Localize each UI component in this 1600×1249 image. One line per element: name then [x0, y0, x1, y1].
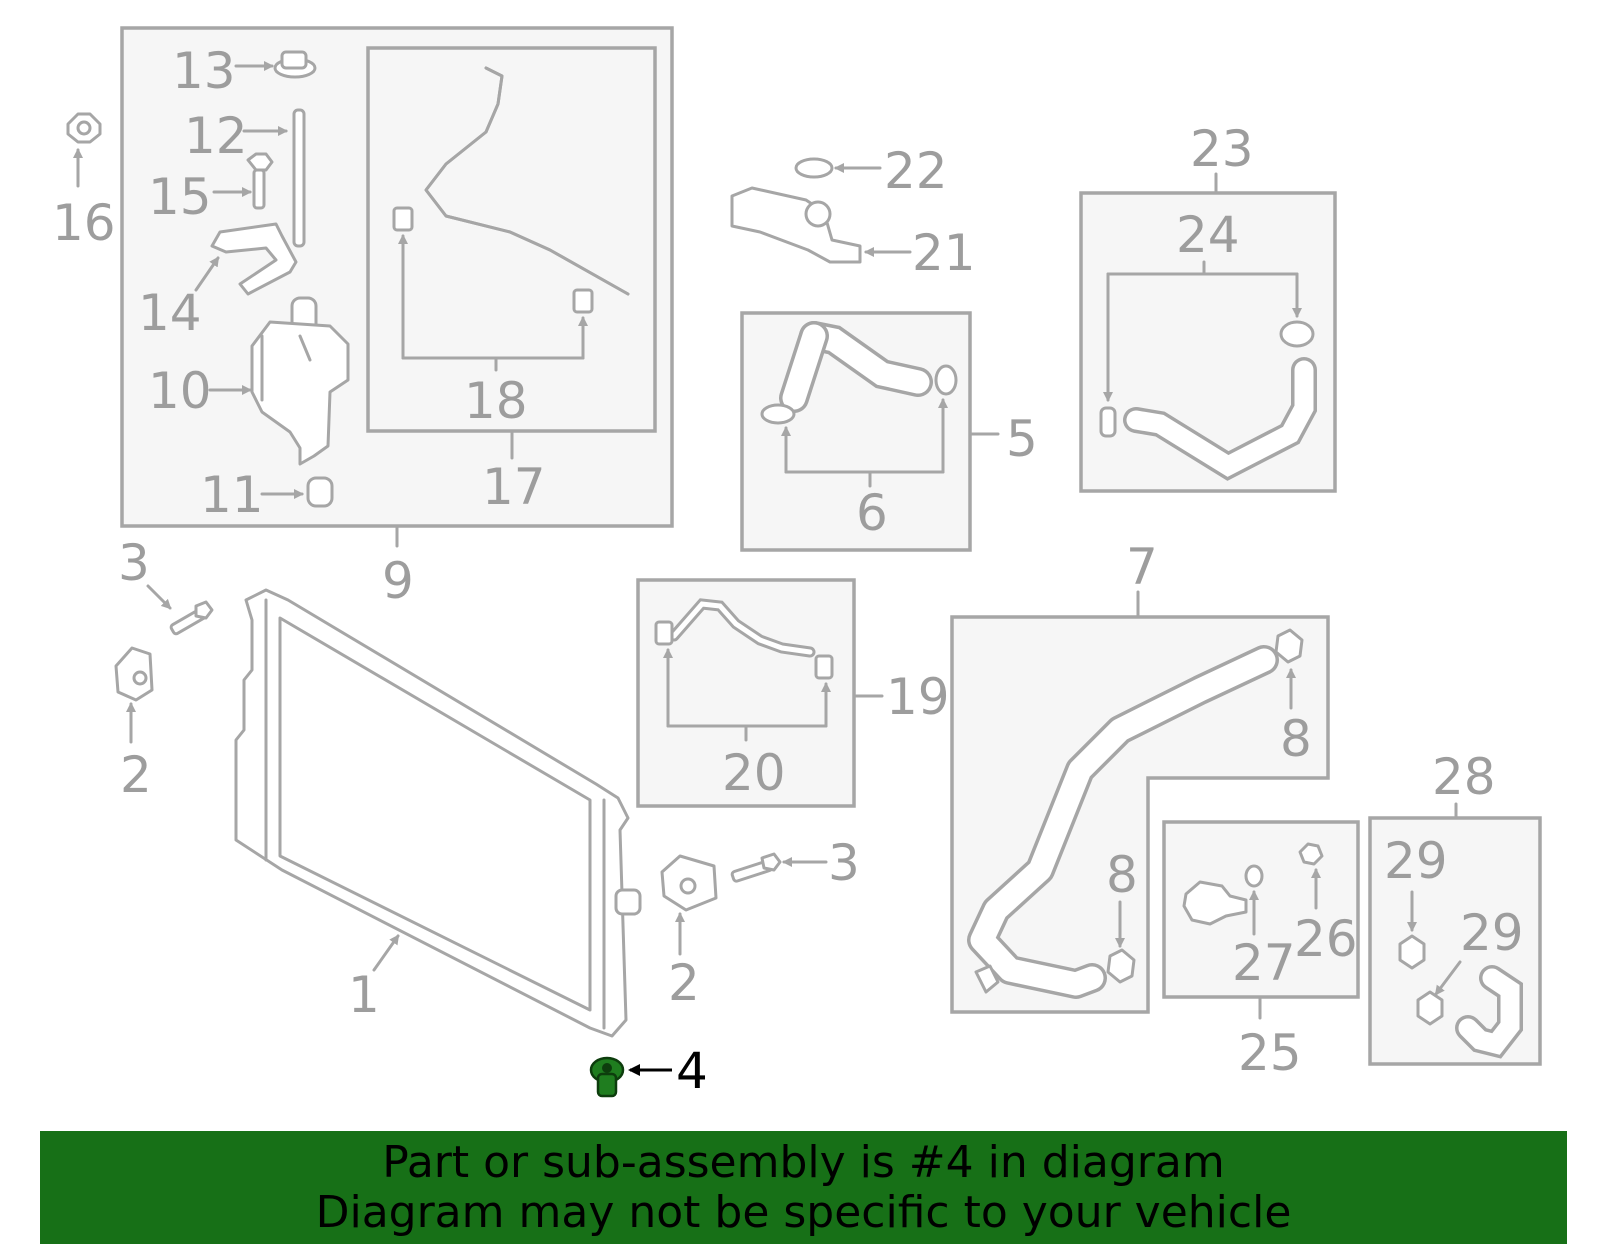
cap-part-13 — [234, 50, 317, 79]
label-part-8-top: 8 — [1280, 710, 1312, 768]
label-part-15: 15 — [148, 168, 212, 226]
sensor-part-25 — [1182, 842, 1324, 1020]
label-part-26: 26 — [1294, 910, 1358, 968]
label-part-18: 18 — [464, 372, 528, 430]
label-part-11: 11 — [200, 466, 264, 524]
bolt-part-15 — [212, 152, 274, 210]
label-part-22: 22 — [884, 142, 948, 200]
label-part-13: 13 — [172, 42, 236, 100]
label-part-8-bottom: 8 — [1106, 846, 1138, 904]
label-part-7: 7 — [1126, 538, 1158, 596]
rod-part-12 — [242, 108, 306, 248]
hose-part-28 — [1398, 802, 1523, 1059]
label-part-6: 6 — [856, 484, 888, 542]
label-part-17: 17 — [482, 458, 546, 516]
label-part-2-left: 2 — [120, 746, 152, 804]
group-box-17 — [366, 46, 657, 433]
bracket-part-2-right — [660, 854, 718, 956]
label-part-5: 5 — [1006, 410, 1038, 468]
label-part-28: 28 — [1432, 748, 1496, 806]
hose-part-18 — [392, 66, 630, 548]
label-part-12: 12 — [184, 107, 248, 165]
pipe-part-20 — [654, 598, 884, 742]
label-part-25: 25 — [1238, 1024, 1302, 1082]
bracket-part-2-left — [114, 646, 154, 744]
bolt-part-3-right — [730, 852, 828, 883]
label-part-27: 27 — [1232, 934, 1296, 992]
nut-part-16 — [66, 112, 102, 188]
label-part-20: 20 — [722, 744, 786, 802]
label-part-4: 4 — [676, 1042, 708, 1100]
label-part-24: 24 — [1176, 206, 1240, 264]
label-part-14: 14 — [138, 284, 202, 342]
radiator-part-1 — [234, 588, 642, 1038]
label-part-19: 19 — [886, 668, 950, 726]
label-part-9: 9 — [382, 552, 414, 610]
label-part-1: 1 — [348, 966, 380, 1024]
label-part-21: 21 — [912, 224, 976, 282]
banner-line-2: Diagram may not be specific to your vehi… — [315, 1187, 1292, 1238]
hose-part-7 — [967, 590, 1304, 999]
label-part-10: 10 — [148, 362, 212, 420]
hose-part-24 — [1099, 172, 1317, 481]
housing-part-21-22 — [730, 157, 912, 264]
hose-part-6 — [760, 321, 1000, 488]
label-part-2-right: 2 — [668, 954, 700, 1012]
bolt-part-3-left — [146, 584, 214, 636]
label-part-29-top: 29 — [1384, 832, 1448, 890]
group-box-19 — [636, 578, 856, 808]
reservoir-part-10 — [208, 296, 350, 466]
bolt-part-4-highlighted[interactable] — [589, 1056, 672, 1098]
label-part-29-bottom: 29 — [1460, 904, 1524, 962]
grommet-part-11 — [260, 476, 334, 508]
label-part-16: 16 — [52, 194, 116, 252]
bracket-part-14 — [194, 222, 298, 296]
label-part-23: 23 — [1190, 120, 1254, 178]
info-banner: Part or sub-assembly is #4 in diagram Di… — [40, 1131, 1567, 1244]
banner-line-1: Part or sub-assembly is #4 in diagram — [382, 1137, 1225, 1188]
group-box-7 — [950, 615, 1330, 1014]
label-part-3-right: 3 — [828, 834, 860, 892]
label-part-3-left: 3 — [118, 534, 150, 592]
